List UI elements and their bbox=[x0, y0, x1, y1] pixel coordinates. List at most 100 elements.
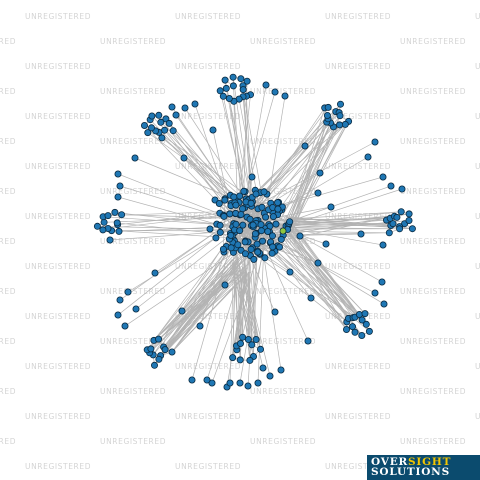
graph-node[interactable] bbox=[106, 236, 114, 244]
graph-node[interactable] bbox=[365, 327, 373, 335]
graph-node[interactable] bbox=[188, 376, 196, 384]
graph-node[interactable] bbox=[181, 104, 189, 112]
graph-node[interactable] bbox=[268, 249, 276, 257]
graph-node[interactable] bbox=[118, 211, 126, 219]
graph-node[interactable] bbox=[362, 320, 370, 328]
graph-node[interactable] bbox=[100, 218, 108, 226]
graph-node[interactable] bbox=[148, 112, 156, 120]
graph-node[interactable] bbox=[274, 205, 282, 213]
graph-node[interactable] bbox=[253, 240, 261, 248]
graph-node[interactable] bbox=[269, 243, 277, 251]
graph-node[interactable] bbox=[257, 227, 265, 235]
graph-node[interactable] bbox=[252, 190, 260, 198]
graph-node[interactable] bbox=[114, 311, 122, 319]
graph-node[interactable] bbox=[178, 307, 186, 315]
graph-node[interactable] bbox=[260, 188, 268, 196]
graph-node[interactable] bbox=[341, 120, 349, 128]
graph-node[interactable] bbox=[248, 341, 256, 349]
graph-node[interactable] bbox=[161, 346, 169, 354]
graph-node[interactable] bbox=[387, 182, 395, 190]
graph-node[interactable] bbox=[261, 254, 269, 262]
graph-node[interactable] bbox=[221, 196, 229, 204]
graph-node[interactable] bbox=[144, 129, 152, 137]
graph-node[interactable] bbox=[116, 296, 124, 304]
graph-node[interactable] bbox=[104, 212, 112, 220]
graph-node[interactable] bbox=[251, 230, 259, 238]
graph-node[interactable] bbox=[216, 221, 224, 229]
graph-node[interactable] bbox=[237, 210, 245, 218]
graph-node[interactable] bbox=[254, 248, 262, 256]
graph-node[interactable] bbox=[226, 379, 234, 387]
graph-node[interactable] bbox=[380, 300, 388, 308]
graph-node[interactable] bbox=[348, 323, 356, 331]
graph-node[interactable] bbox=[232, 220, 240, 228]
graph-node[interactable] bbox=[249, 221, 257, 229]
graph-node[interactable] bbox=[216, 228, 224, 236]
graph-node[interactable] bbox=[281, 92, 289, 100]
graph-node[interactable] bbox=[150, 361, 158, 369]
graph-node[interactable] bbox=[323, 112, 331, 120]
graph-node[interactable] bbox=[396, 225, 404, 233]
graph-node[interactable] bbox=[389, 220, 397, 228]
graph-node[interactable] bbox=[243, 77, 251, 85]
graph-node[interactable] bbox=[271, 308, 279, 316]
graph-node[interactable] bbox=[191, 100, 199, 108]
graph-node[interactable] bbox=[385, 229, 393, 237]
graph-node[interactable] bbox=[277, 366, 285, 374]
graph-node[interactable] bbox=[268, 232, 276, 240]
graph-node[interactable] bbox=[236, 356, 244, 364]
graph-node[interactable] bbox=[248, 173, 256, 181]
graph-node[interactable] bbox=[262, 213, 270, 221]
graph-node[interactable] bbox=[229, 354, 237, 362]
graph-node[interactable] bbox=[241, 250, 249, 258]
graph-node[interactable] bbox=[220, 212, 228, 220]
graph-node[interactable] bbox=[209, 126, 217, 134]
graph-node[interactable] bbox=[111, 208, 119, 216]
graph-node[interactable] bbox=[244, 382, 252, 390]
graph-node[interactable] bbox=[246, 356, 254, 364]
highlighted-node[interactable] bbox=[279, 227, 287, 235]
graph-node[interactable] bbox=[247, 245, 255, 253]
graph-node[interactable] bbox=[239, 86, 247, 94]
graph-node[interactable] bbox=[147, 124, 155, 132]
graph-node[interactable] bbox=[234, 241, 242, 249]
graph-node[interactable] bbox=[275, 243, 283, 251]
graph-node[interactable] bbox=[286, 268, 294, 276]
graph-node[interactable] bbox=[379, 173, 387, 181]
graph-node[interactable] bbox=[230, 193, 238, 201]
graph-node[interactable] bbox=[269, 213, 277, 221]
graph-node[interactable] bbox=[336, 100, 344, 108]
graph-node[interactable] bbox=[168, 103, 176, 111]
graph-node[interactable] bbox=[221, 76, 229, 84]
graph-node[interactable] bbox=[151, 269, 159, 277]
graph-node[interactable] bbox=[271, 88, 279, 96]
graph-node[interactable] bbox=[405, 216, 413, 224]
graph-node[interactable] bbox=[357, 230, 365, 238]
graph-node[interactable] bbox=[246, 215, 254, 223]
graph-node[interactable] bbox=[93, 222, 101, 230]
graph-node[interactable] bbox=[256, 345, 264, 353]
graph-node[interactable] bbox=[212, 234, 220, 242]
graph-node[interactable] bbox=[314, 259, 322, 267]
graph-node[interactable] bbox=[314, 189, 322, 197]
graph-node[interactable] bbox=[155, 111, 163, 119]
graph-node[interactable] bbox=[272, 220, 280, 228]
graph-node[interactable] bbox=[336, 112, 344, 120]
graph-node[interactable] bbox=[196, 322, 204, 330]
graph-node[interactable] bbox=[397, 208, 405, 216]
graph-node[interactable] bbox=[219, 245, 227, 253]
graph-node[interactable] bbox=[304, 337, 312, 345]
graph-node[interactable] bbox=[258, 203, 266, 211]
graph-node[interactable] bbox=[238, 205, 246, 213]
graph-node[interactable] bbox=[307, 294, 315, 302]
graph-node[interactable] bbox=[274, 199, 282, 207]
graph-node[interactable] bbox=[121, 322, 129, 330]
graph-node[interactable] bbox=[408, 225, 416, 233]
graph-node[interactable] bbox=[405, 210, 413, 218]
graph-node[interactable] bbox=[398, 185, 406, 193]
graph-node[interactable] bbox=[140, 122, 148, 130]
graph-node[interactable] bbox=[154, 335, 162, 343]
graph-node[interactable] bbox=[132, 305, 140, 313]
graph-node[interactable] bbox=[115, 227, 123, 235]
graph-node[interactable] bbox=[232, 201, 240, 209]
